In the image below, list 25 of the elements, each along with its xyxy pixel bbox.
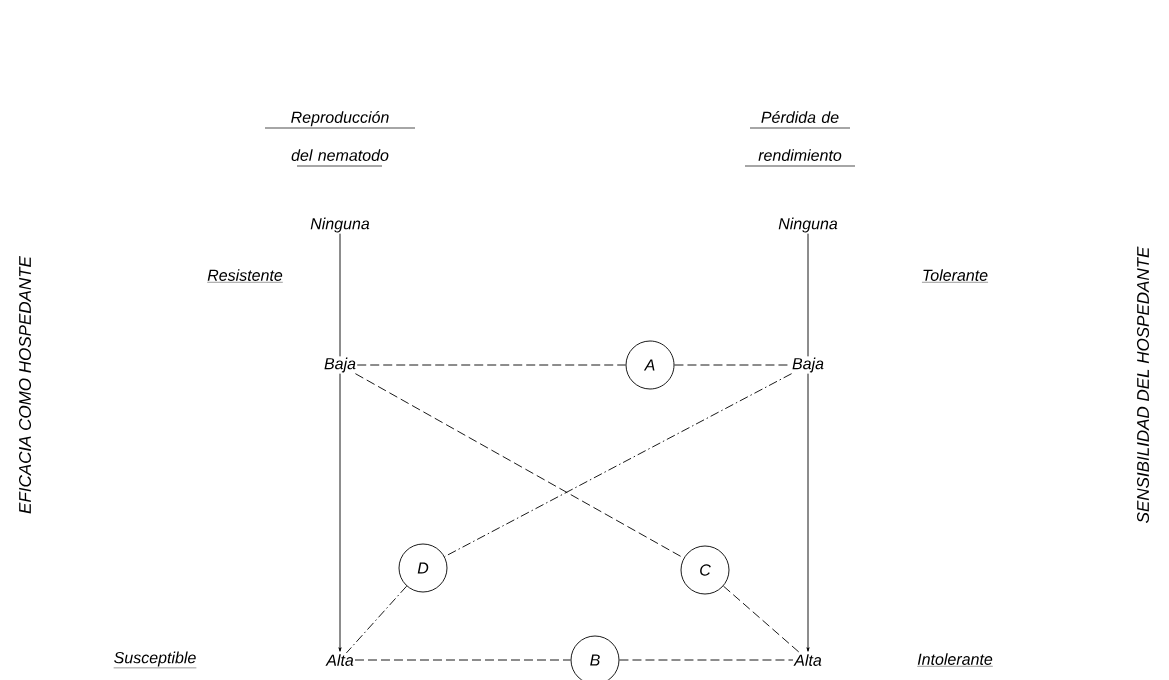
dashed-line: [619, 659, 794, 661]
dashed-line: [356, 364, 626, 366]
axis-title: SENSIBILIDAD DEL HOSPEDANTE: [1137, 246, 1150, 523]
dashed-line: [354, 373, 685, 559]
level-label: Baja: [792, 357, 824, 373]
line: [807, 233, 809, 357]
category-label: Intolerante: [917, 653, 994, 667]
heading: Reproducción del nematodo: [264, 111, 416, 167]
level-label: Ninguna: [778, 217, 838, 233]
line: [339, 233, 341, 357]
category-label: Susceptible: [113, 651, 197, 669]
level-label: Ninguna: [310, 217, 370, 233]
dashed-line: [444, 373, 793, 558]
axis-title: EFICACIA COMO HOSPEDANTE: [19, 255, 32, 514]
level-label: Alta: [793, 654, 822, 666]
dashed-line: [722, 585, 801, 654]
level-label: Baja: [324, 357, 356, 373]
dashed-line: [354, 659, 571, 661]
level-label: Alta: [325, 654, 354, 666]
heading: Pérdida de rendimiento: [744, 111, 856, 167]
category-label: Tolerante: [921, 269, 989, 283]
arrow: [338, 373, 342, 652]
arrow: [806, 373, 810, 652]
dashed-line: [345, 585, 408, 654]
category-label: Resistente: [207, 269, 283, 283]
